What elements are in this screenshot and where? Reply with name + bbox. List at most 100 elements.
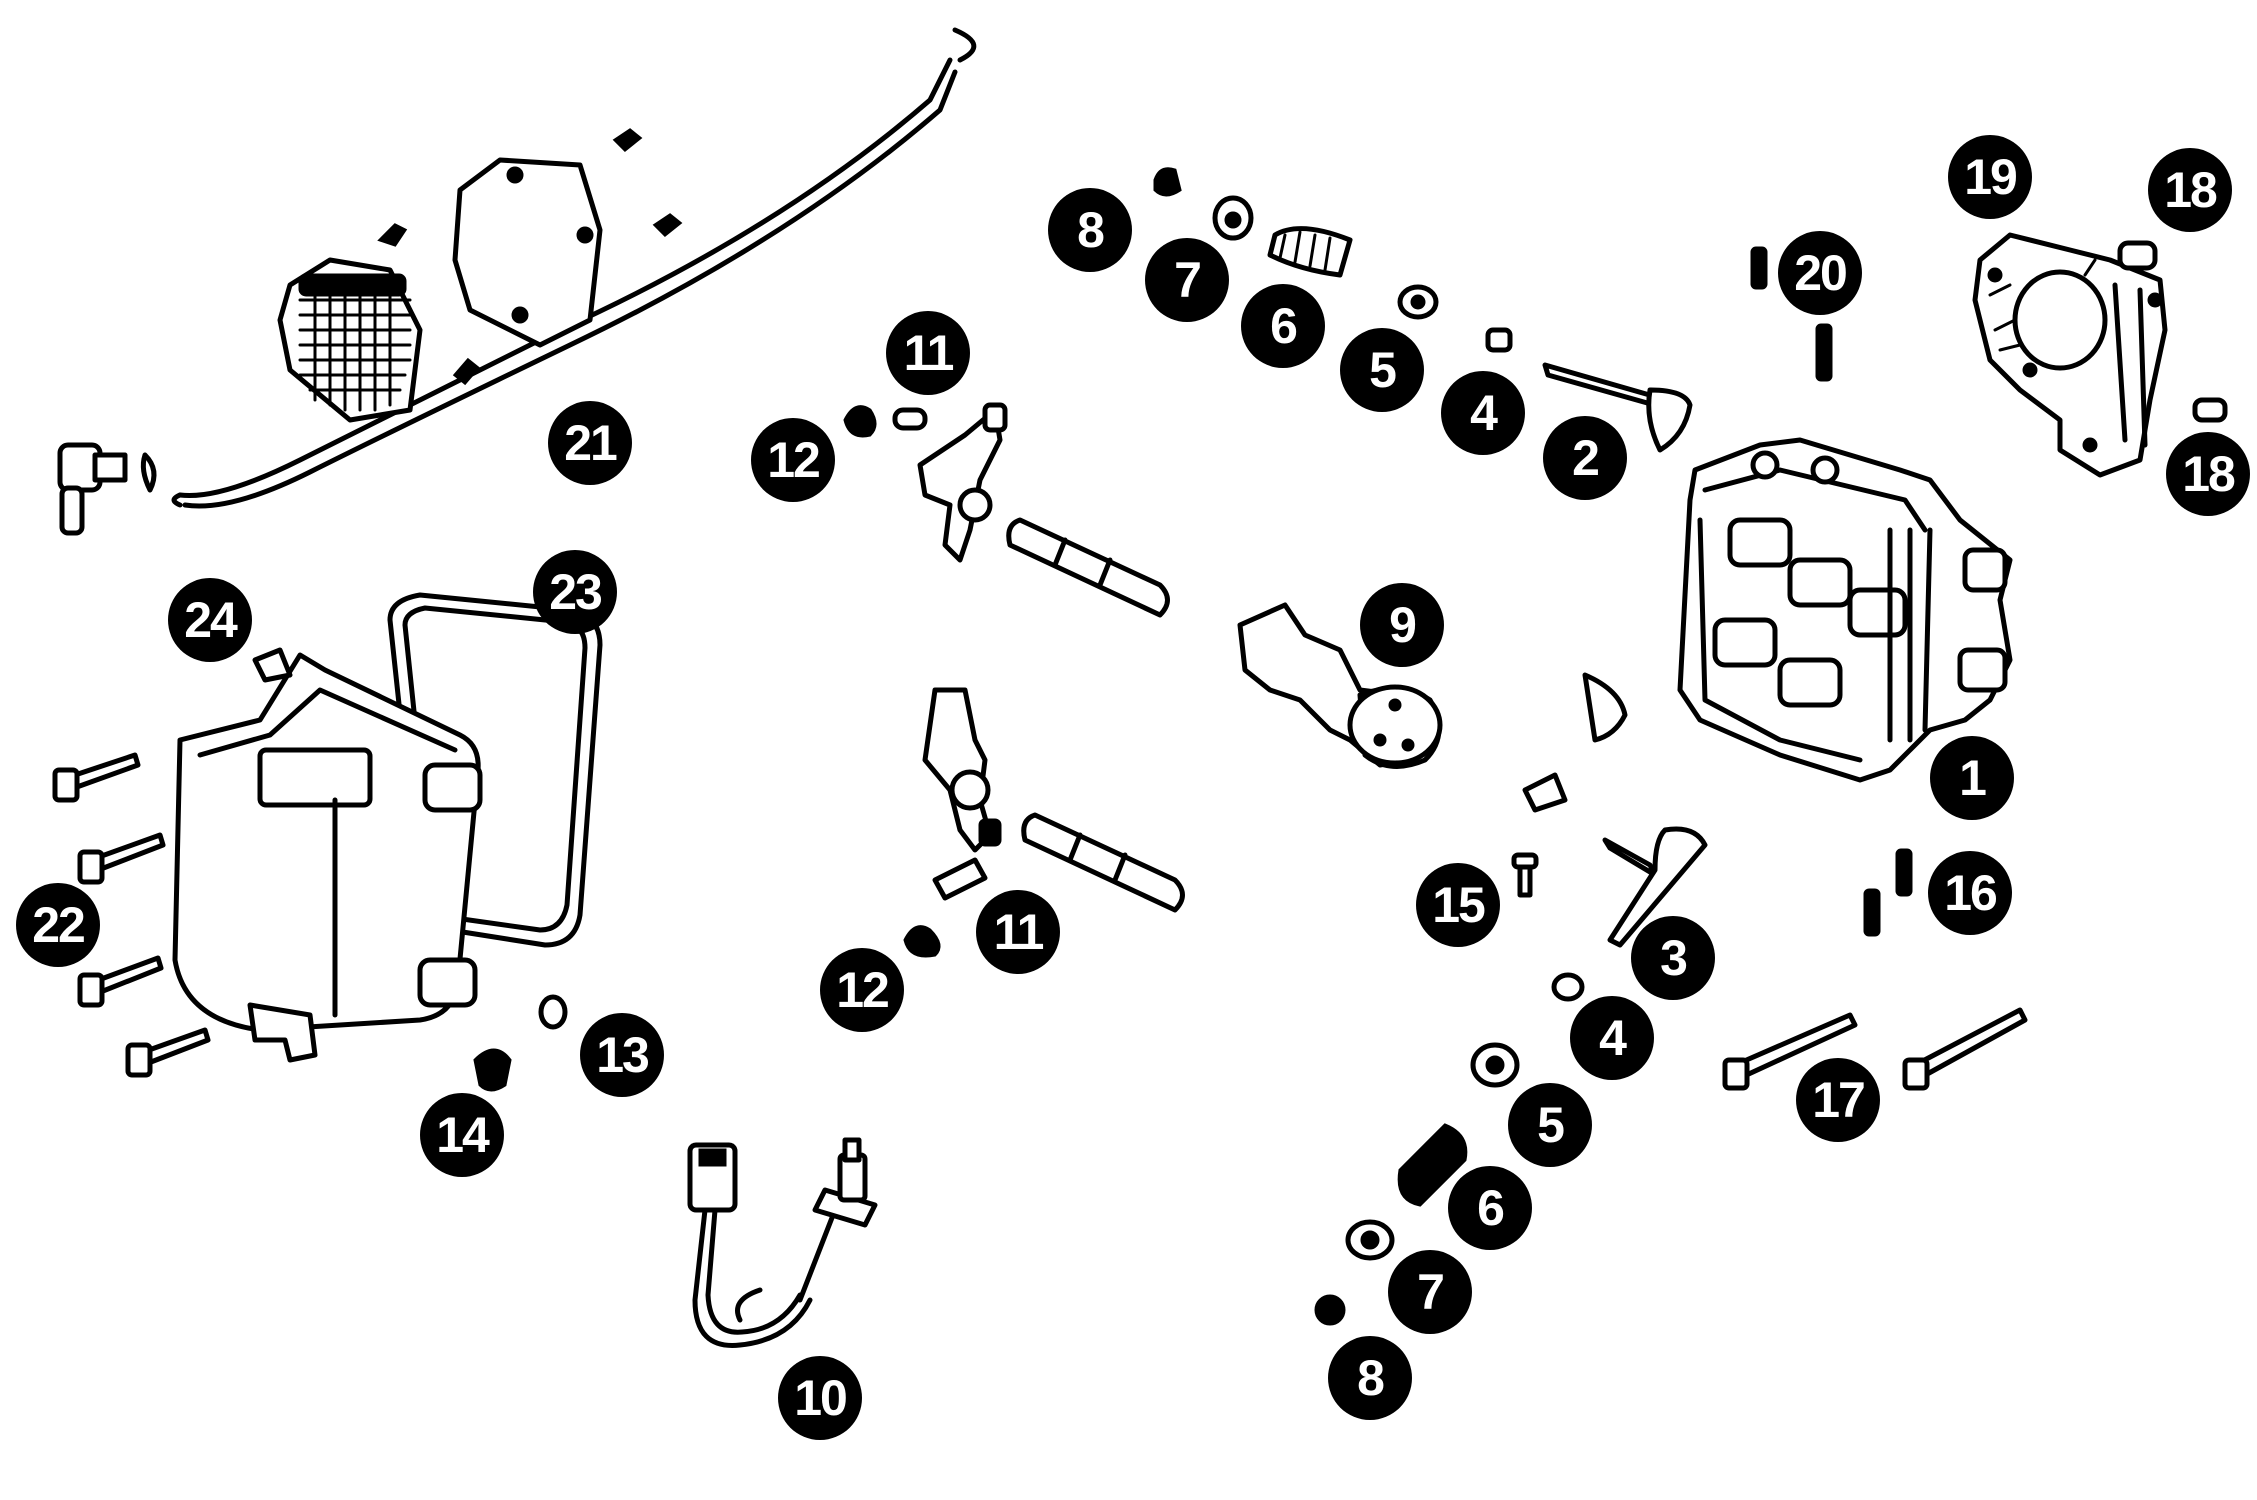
callout-18-bottom: 18 [2166,432,2250,516]
svg-text:18: 18 [2182,446,2235,502]
svg-text:19: 19 [1964,149,2016,205]
svg-text:11: 11 [904,325,954,381]
part-3-valve-bottom [1602,826,1708,948]
part-20-pin [1750,246,1833,382]
svg-text:9: 9 [1389,597,1415,653]
part-4-seal-bottom [1551,972,1585,1002]
callout-7-top: 7 [1145,238,1229,322]
svg-text:8: 8 [1077,202,1104,258]
callout-15: 15 [1416,863,1500,947]
svg-text:13: 13 [596,1027,648,1083]
svg-text:1: 1 [1959,750,1986,806]
part-12-adjuster-bottom [903,857,988,958]
svg-text:7: 7 [1417,1264,1443,1320]
callout-4-top: 4 [1441,371,1525,455]
part-10-sensor-wire [687,1137,878,1348]
part-1-cylinder-head [1677,437,2013,783]
callout-13: 13 [580,1013,664,1097]
part-11-rocker-arm-bottom [922,687,1002,853]
part-16-dowel-pins [1863,848,1913,937]
svg-text:17: 17 [1812,1072,1864,1128]
svg-text:15: 15 [1432,877,1485,933]
svg-text:5: 5 [1537,1097,1564,1153]
part-4-seal-top [1485,327,1513,353]
svg-text:24: 24 [184,592,238,648]
rocker-shaft-top [1006,517,1170,618]
part-11-rocker-arm-top [917,402,1008,563]
part-8-collet-top [1153,167,1182,197]
svg-text:23: 23 [549,564,601,620]
callout-4-bottom: 4 [1570,996,1654,1080]
svg-text:18: 18 [2164,162,2217,218]
part-18-dowel-bottom [2192,397,2228,423]
callout-23: 23 [533,550,617,634]
part-5-seat-bottom [1470,1042,1520,1088]
callout-11-bottom: 11 [976,890,1060,974]
part-14-cap [473,1048,512,1092]
svg-text:2: 2 [1572,430,1598,486]
callout-6-bottom: 6 [1448,1166,1532,1250]
part-8-collet-bottom [1314,1294,1346,1326]
callout-10: 10 [778,1356,862,1440]
callout-5-top: 5 [1340,328,1424,412]
part-17-head-bolts [1722,1007,2028,1091]
callout-8-bottom: 8 [1328,1336,1412,1420]
part-7-retainer-bottom [1345,1219,1395,1261]
callout-18-top: 18 [2148,148,2232,232]
callout-22: 22 [16,883,100,967]
callout-11-top: 11 [886,311,970,395]
callout-3: 3 [1631,916,1715,1000]
callout-24: 24 [168,578,252,662]
part-6-spring-top [1267,226,1353,278]
callout-19: 19 [1948,135,2032,219]
svg-text:21: 21 [564,415,617,471]
svg-text:4: 4 [1470,385,1498,441]
part-18-dowel-top [2117,240,2158,271]
part-19-head-gasket [1972,232,2168,478]
rocker-shaft-bottom [1021,812,1185,913]
svg-text:16: 16 [1944,865,1996,921]
part-22-cover-bolts [52,752,211,1078]
svg-text:3: 3 [1660,930,1686,986]
part-21-breather-plate [277,128,683,423]
part-21-breather-hose [57,27,977,536]
part-9-camshaft [1237,602,1443,769]
svg-text:11: 11 [994,904,1044,960]
part-2-valve-top [1542,362,1693,453]
callout-14: 14 [420,1093,504,1177]
callout-6-top: 6 [1241,284,1325,368]
part-24-valve-cover [172,647,483,1063]
svg-text:20: 20 [1794,245,1846,301]
callout-17: 17 [1796,1058,1880,1142]
svg-text:5: 5 [1369,342,1396,398]
part-7-retainer-top [1212,195,1254,241]
callouts: 8 7 6 5 4 2 20 19 18 18 11 12 21 24 23 9… [16,135,2250,1440]
part-15-screw [1511,852,1539,898]
svg-text:12: 12 [836,962,888,1018]
breather-screen-mesh [298,273,412,412]
svg-text:22: 22 [32,897,84,953]
svg-text:10: 10 [794,1370,846,1426]
callout-20: 20 [1778,231,1862,315]
svg-text:8: 8 [1357,1350,1384,1406]
svg-text:12: 12 [767,432,819,488]
callout-7-bottom: 7 [1388,1250,1472,1334]
part-6-spring-bottom [1397,1123,1468,1207]
cam-key [1522,672,1628,813]
svg-text:4: 4 [1599,1010,1627,1066]
callout-1: 1 [1930,736,2014,820]
callout-8-top: 8 [1048,188,1132,272]
callout-16: 16 [1928,851,2012,935]
callout-12-top: 12 [751,418,835,502]
callout-2: 2 [1543,416,1627,500]
callout-5-bottom: 5 [1508,1083,1592,1167]
svg-text:7: 7 [1174,252,1200,308]
part-13-seal [538,994,568,1030]
svg-text:6: 6 [1270,298,1296,354]
svg-text:14: 14 [436,1107,490,1163]
callout-12-bottom: 12 [820,948,904,1032]
part-5-seat-top [1397,284,1439,320]
callout-21: 21 [548,401,632,485]
svg-text:6: 6 [1477,1180,1503,1236]
